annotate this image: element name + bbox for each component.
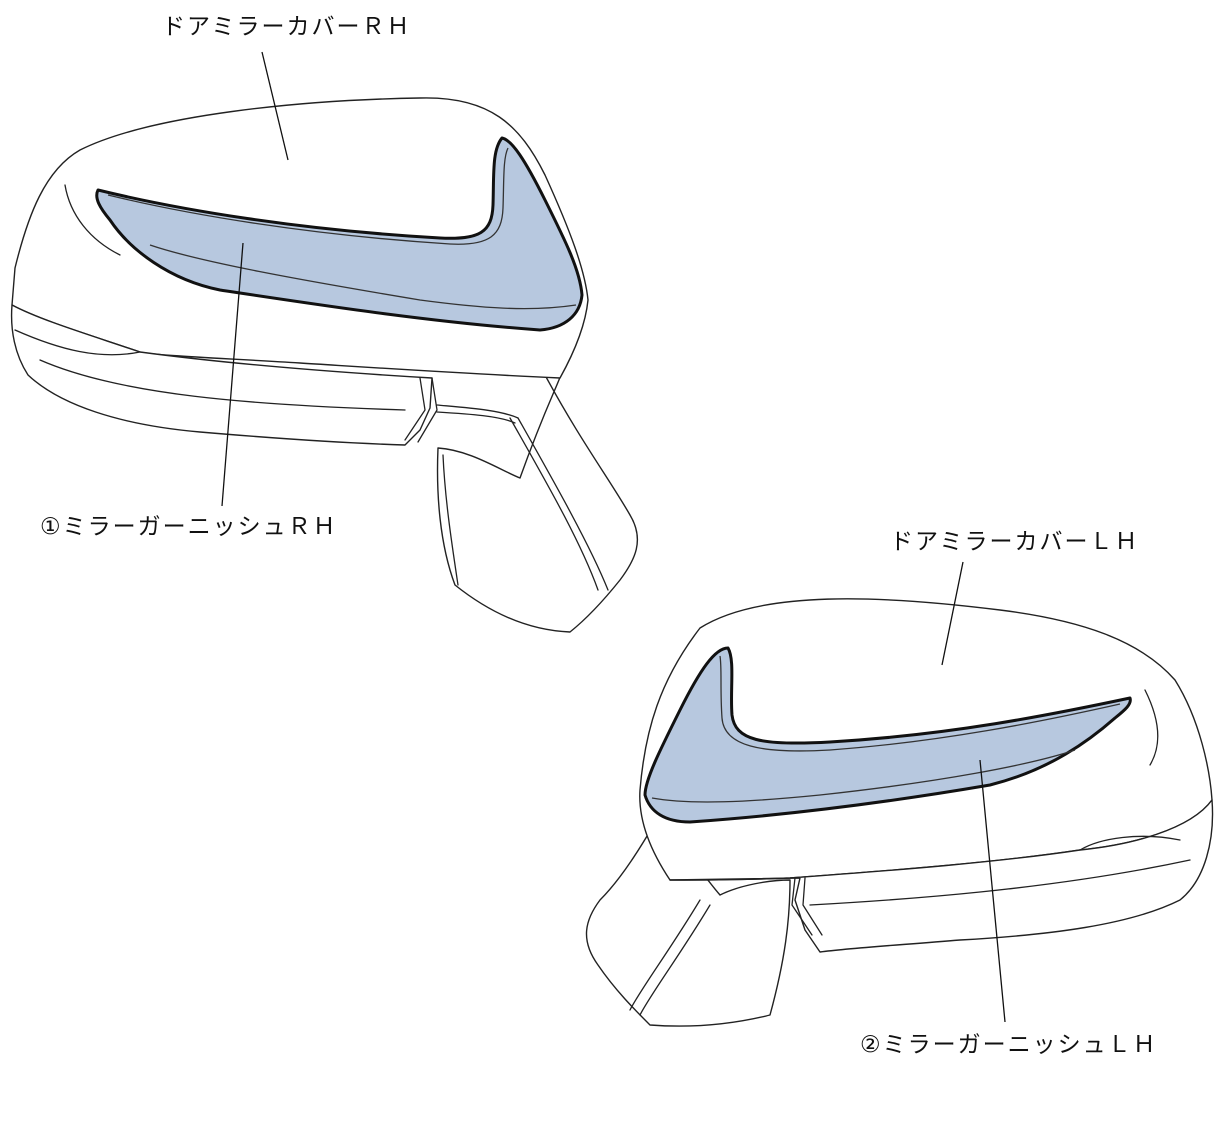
- label-garnish-rh: ①ミラーガーニッシュＲＨ: [40, 514, 338, 540]
- leader-garnish-rh: [221, 242, 244, 507]
- mirror-lh: [585, 598, 1214, 1027]
- label-cover-rh: ドアミラーカバーＲＨ: [162, 14, 412, 40]
- garnish-lh: [643, 646, 1132, 824]
- mirror-rh-arm: [436, 369, 639, 633]
- mirror-lh-base: [669, 799, 1214, 953]
- mirror-rh: [10, 97, 639, 633]
- leader-cover-rh: [261, 51, 289, 161]
- label-garnish-lh: ②ミラーガーニッシュＬＨ: [860, 1032, 1158, 1058]
- leader-cover-lh: [941, 561, 964, 666]
- label-cover-lh: ドアミラーカバーＬＨ: [890, 529, 1140, 555]
- leader-garnish-lh: [979, 759, 1006, 1023]
